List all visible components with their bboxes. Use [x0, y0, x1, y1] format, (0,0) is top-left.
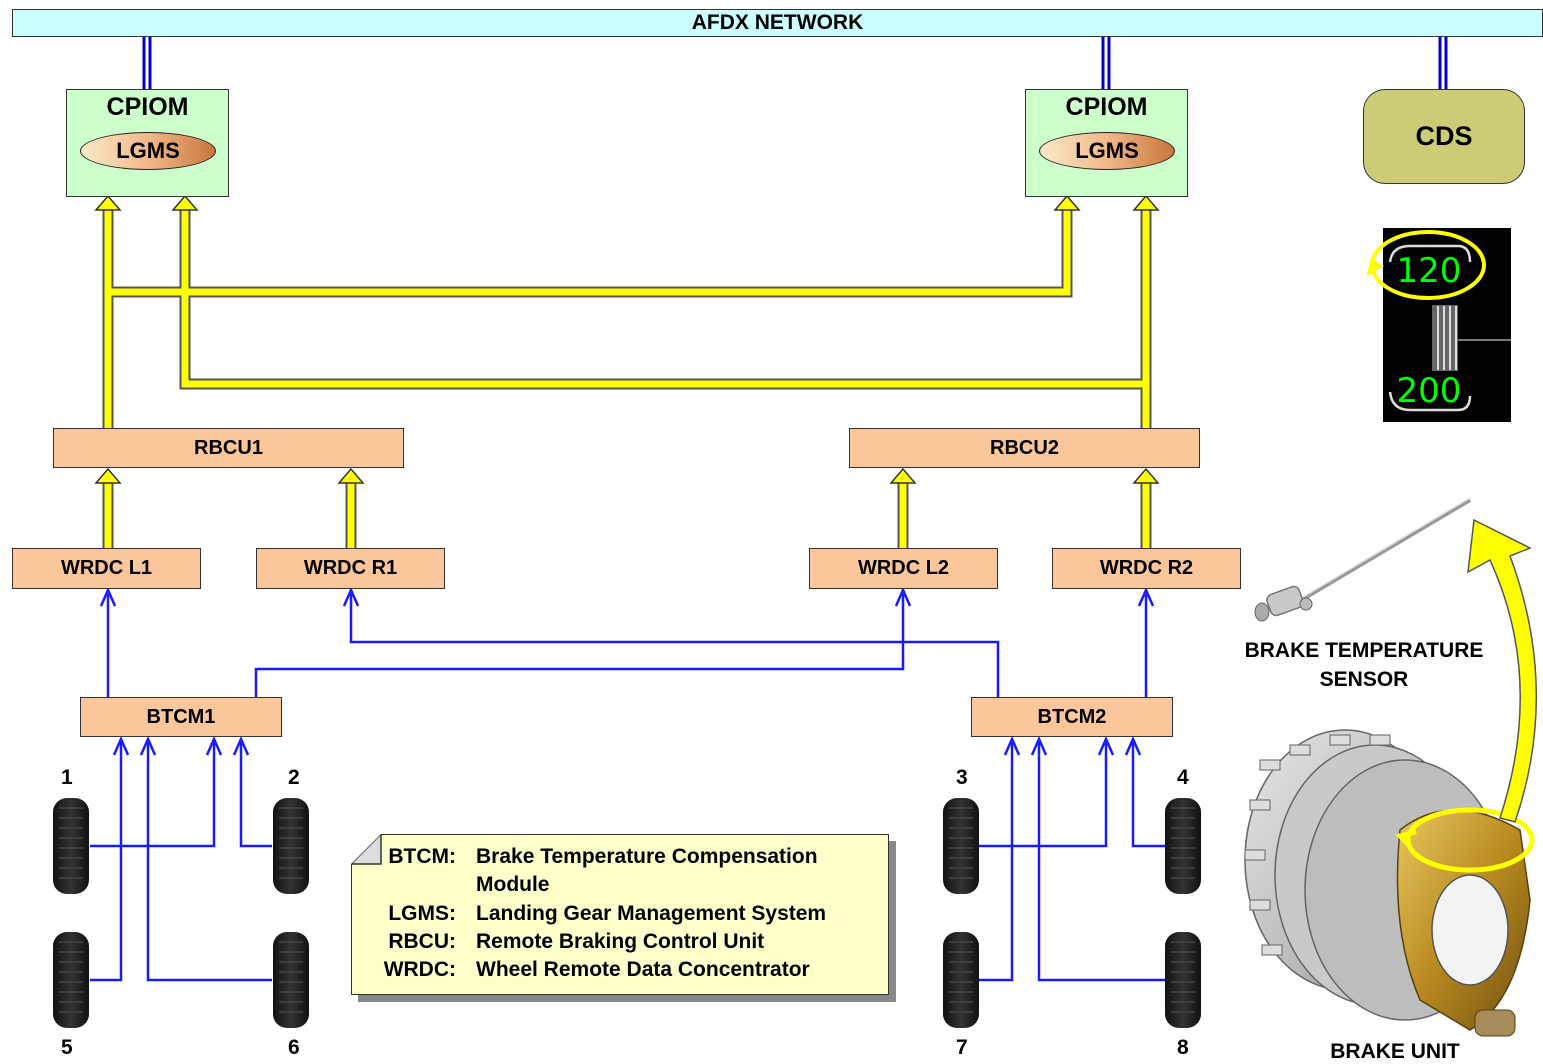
wrdc-l1-label: WRDC L1 — [60, 557, 153, 579]
cds-label: CDS — [1415, 121, 1473, 151]
legend-value-continued: Module — [476, 873, 550, 896]
afdx-links — [142, 37, 1448, 90]
legend-row: Module — [352, 873, 882, 897]
yellow-bus — [102, 205, 1152, 548]
wheel-number-label: 5 — [61, 1036, 73, 1059]
wheel-icon — [943, 932, 979, 1028]
rbcu1-label: RBCU1 — [194, 436, 263, 459]
yellow-arrowheads — [94, 194, 1160, 484]
wrdc-l2-label: WRDC L2 — [857, 557, 950, 579]
rbcu2-box: RBCU2 — [849, 428, 1200, 468]
yellow-curved-arrow — [1467, 518, 1538, 823]
legend-row: WRDC: Wheel Remote Data Concentrator — [352, 958, 882, 982]
cds-box: CDS — [1363, 89, 1525, 184]
legend-row: RBCU: Remote Braking Control Unit — [352, 930, 882, 954]
wheel-icon — [53, 798, 89, 894]
lgms-right-label: LGMS — [1075, 138, 1139, 163]
wheel-number-label: 7 — [956, 1036, 968, 1059]
wheel-icon — [943, 798, 979, 894]
wrdc-r1-label: WRDC R1 — [303, 557, 398, 579]
rbcu1-box: RBCU1 — [53, 428, 404, 468]
wheel-icon — [53, 932, 89, 1028]
sensor-label-line2: SENSOR — [1319, 668, 1409, 691]
legend-value: Remote Braking Control Unit — [476, 930, 765, 953]
wheel-number-label: 1 — [61, 766, 73, 789]
blue-wires — [90, 594, 1165, 982]
wheel-icon — [1165, 932, 1201, 1028]
display-bottom-value: 200 — [1397, 371, 1462, 411]
wheel-number-label: 8 — [1177, 1036, 1189, 1059]
wheel-number-label: 3 — [956, 766, 968, 789]
wheels-right-gear — [943, 798, 1201, 1028]
wheels-left-gear — [53, 798, 309, 1028]
legend-row: LGMS: Landing Gear Management System — [352, 902, 882, 926]
sensor-label: BRAKE TEMPERATURE SENSOR — [1229, 636, 1499, 694]
legend-key: BTCM: — [388, 845, 456, 868]
legend-key: RBCU: — [388, 930, 456, 953]
wheel-icon — [273, 798, 309, 894]
cpiom-left: CPIOM LGMS — [66, 89, 229, 197]
sensor-label-line1: BRAKE TEMPERATURE — [1244, 639, 1484, 662]
display-top-value: 120 — [1397, 251, 1462, 291]
lgms-left-label: LGMS — [116, 138, 180, 163]
wrdc-r1-box: WRDC R1 — [256, 548, 445, 589]
wheel-icon — [273, 932, 309, 1028]
btcm1-box: BTCM1 — [80, 697, 282, 737]
btcm1-label: BTCM1 — [146, 705, 216, 728]
blue-arrowheads — [99, 586, 1155, 756]
wrdc-r2-box: WRDC R2 — [1052, 548, 1241, 589]
brake-temp-display-overlay: 120 200 — [1383, 230, 1511, 412]
lgms-left: LGMS — [80, 132, 216, 170]
wheel-icon — [1165, 798, 1201, 894]
lgms-right: LGMS — [1039, 132, 1175, 170]
brake-temperature-sensor-illustration — [1254, 497, 1472, 622]
btcm2-label: BTCM2 — [1037, 705, 1107, 728]
legend-key: WRDC: — [383, 958, 456, 981]
legend-box: BTCM: Brake Temperature Compensation Mod… — [351, 834, 889, 995]
cpiom-right: CPIOM LGMS — [1025, 89, 1188, 197]
wrdc-l1-box: WRDC L1 — [12, 548, 201, 589]
legend-value: Landing Gear Management System — [476, 902, 827, 925]
afdx-network-label: AFDX NETWORK — [691, 11, 864, 34]
wheel-number-label: 6 — [288, 1036, 300, 1059]
wrdc-r2-label: WRDC R2 — [1099, 557, 1194, 579]
legend-value: Brake Temperature Compensation — [476, 845, 818, 868]
btcm2-box: BTCM2 — [971, 697, 1173, 737]
wrdc-l2-box: WRDC L2 — [809, 548, 998, 589]
afdx-network-bus: AFDX NETWORK — [12, 9, 1543, 37]
cpiom-left-title: CPIOM — [106, 93, 189, 121]
legend-row: BTCM: Brake Temperature Compensation — [352, 845, 882, 869]
rbcu2-label: RBCU2 — [990, 436, 1059, 459]
wheel-number-label: 4 — [1177, 766, 1189, 789]
note-fold-icon — [351, 834, 382, 865]
cpiom-right-title: CPIOM — [1065, 93, 1148, 121]
legend-value: Wheel Remote Data Concentrator — [476, 958, 810, 981]
wheel-number-label: 2 — [288, 766, 300, 789]
legend-key: LGMS: — [388, 902, 456, 925]
brake-unit-label: BRAKE UNIT — [1330, 1040, 1460, 1063]
brake-unit-illustration — [1244, 729, 1535, 1037]
